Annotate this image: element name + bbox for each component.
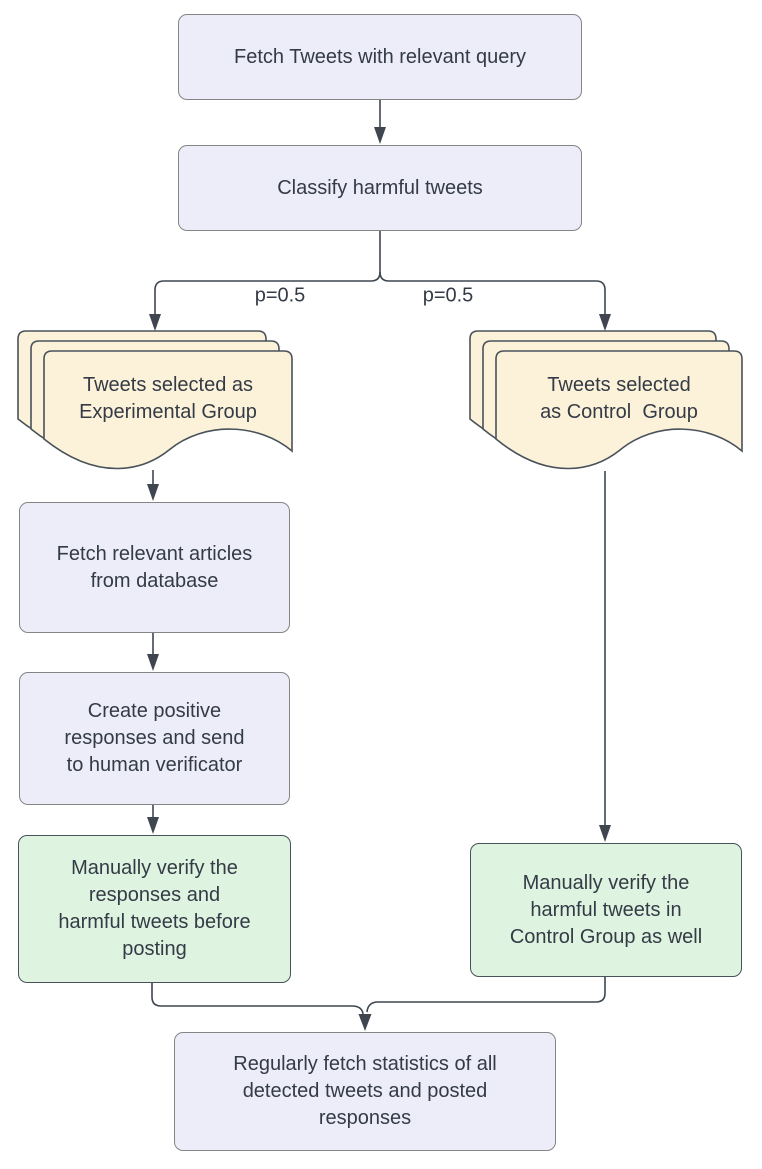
arrowhead-icon (599, 314, 611, 331)
node-verify-experimental: Manually verify the responses and harmfu… (18, 835, 291, 983)
arrowhead-icon (149, 314, 161, 331)
label-control-group: Tweets selected as Control Group (540, 374, 698, 423)
arrowhead-icon (147, 484, 159, 501)
edge-label-probability-left: p=0.5 (251, 284, 309, 308)
label-experimental-group: Tweets selected as Experimental Group (79, 374, 257, 423)
node-fetch-statistics: Regularly fetch statistics of all detect… (174, 1032, 556, 1151)
node-create-responses: Create positive responses and send to hu… (19, 672, 290, 805)
connector-split-left (154, 271, 381, 314)
arrowhead-icon (599, 825, 611, 842)
arrowhead-icon (358, 1014, 372, 1031)
node-fetch-tweets: Fetch Tweets with relevant query (178, 14, 582, 100)
node-verify-control: Manually verify the harmful tweets in Co… (470, 843, 742, 977)
node-fetch-articles: Fetch relevant articles from database (19, 502, 290, 633)
document-sheet-front (495, 350, 743, 470)
experimental-group-documents-shape (17, 330, 293, 470)
node-classify-harmful-tweets: Classify harmful tweets (178, 145, 582, 231)
control-group-documents-shape (469, 330, 743, 470)
arrowhead-icon (147, 654, 159, 671)
connector-merge-right (366, 977, 606, 1013)
document-sheet-front (43, 350, 293, 470)
edge-label-probability-right: p=0.5 (419, 284, 477, 308)
arrowhead-icon (374, 127, 386, 144)
connector-split-right (379, 271, 606, 314)
connector-merge-left (151, 983, 364, 1015)
arrowhead-icon (147, 817, 159, 834)
